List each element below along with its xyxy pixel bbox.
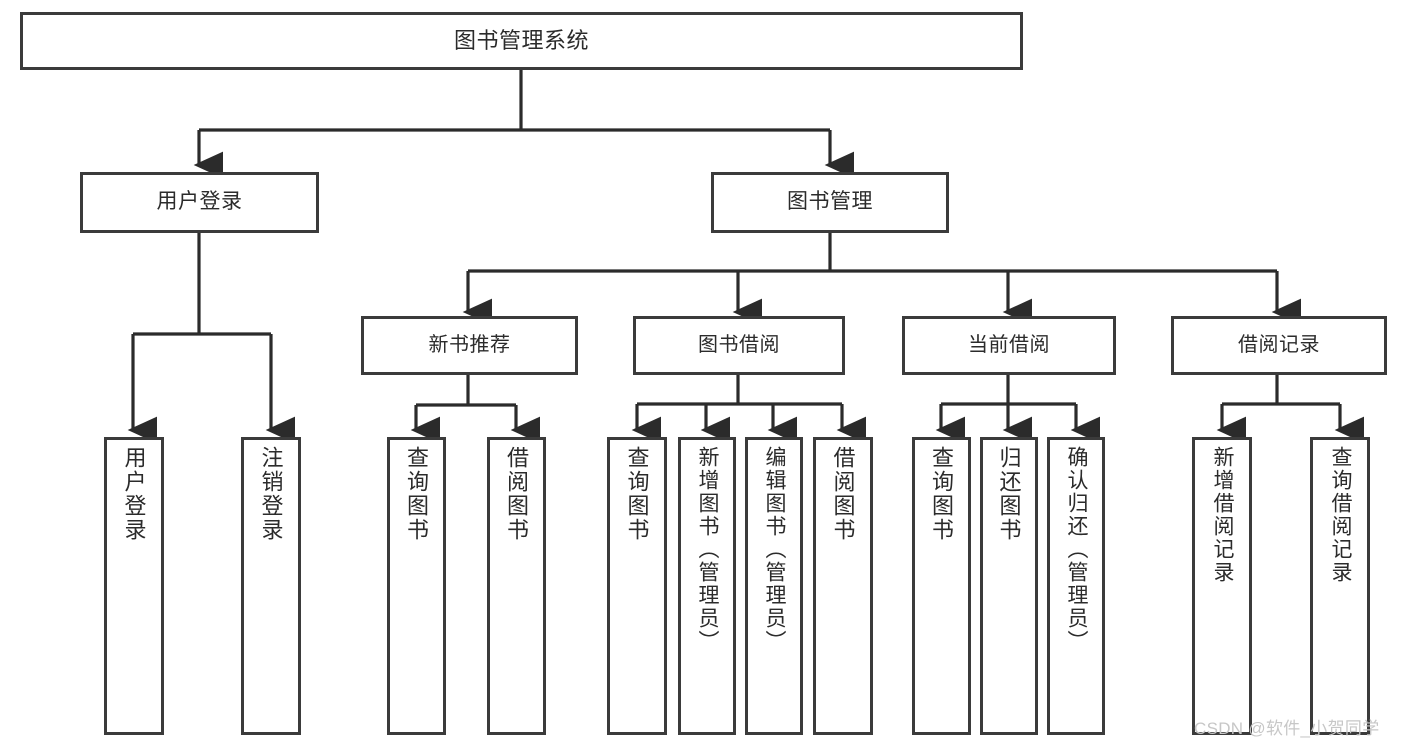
watermark-text: CSDN @软件_小贺同学 <box>1194 719 1380 738</box>
node-user-login[interactable]: 用户登录 <box>80 172 319 233</box>
node-new-book-recommend[interactable]: 新书推荐 <box>361 316 578 375</box>
node-leaf-add-record-label: 新增借阅记录 <box>1211 446 1235 584</box>
node-leaf-user-login[interactable]: 用户登录 <box>104 437 164 735</box>
node-borrow-record-label: 借阅记录 <box>1238 333 1320 356</box>
node-leaf-borrow-book-2[interactable]: 借阅图书 <box>813 437 873 735</box>
node-leaf-borrow-book-1-label: 借阅图书 <box>504 446 530 542</box>
node-user-login-label: 用户登录 <box>156 190 243 214</box>
node-leaf-return-book[interactable]: 归还图书 <box>980 437 1038 735</box>
node-leaf-borrow-book-2-label: 借阅图书 <box>830 446 856 542</box>
node-book-borrow-label: 图书借阅 <box>698 333 780 356</box>
node-leaf-query-book-2-label: 查询图书 <box>624 446 650 542</box>
node-root[interactable]: 图书管理系统 <box>20 12 1023 70</box>
node-leaf-user-logout[interactable]: 注销登录 <box>241 437 301 735</box>
node-leaf-query-record[interactable]: 查询借阅记录 <box>1310 437 1370 735</box>
node-leaf-add-record[interactable]: 新增借阅记录 <box>1192 437 1252 735</box>
node-leaf-user-logout-label: 注销登录 <box>258 446 284 542</box>
node-current-borrow[interactable]: 当前借阅 <box>902 316 1116 375</box>
node-leaf-confirm-return-label: 确认归还（管理员） <box>1065 446 1089 653</box>
node-book-manage-label: 图书管理 <box>787 190 873 214</box>
node-leaf-edit-book[interactable]: 编辑图书（管理员） <box>745 437 803 735</box>
node-leaf-add-book-label: 新增图书（管理员） <box>696 446 720 653</box>
node-leaf-confirm-return[interactable]: 确认归还（管理员） <box>1047 437 1105 735</box>
node-current-borrow-label: 当前借阅 <box>968 333 1050 356</box>
node-leaf-borrow-book-1[interactable]: 借阅图书 <box>487 437 546 735</box>
node-leaf-user-login-label: 用户登录 <box>121 446 147 542</box>
node-book-borrow[interactable]: 图书借阅 <box>633 316 845 375</box>
node-leaf-query-book-3-label: 查询图书 <box>929 446 955 542</box>
node-root-label: 图书管理系统 <box>453 28 589 54</box>
node-leaf-query-record-label: 查询借阅记录 <box>1329 446 1353 584</box>
node-leaf-query-book-2[interactable]: 查询图书 <box>607 437 667 735</box>
node-book-manage[interactable]: 图书管理 <box>711 172 949 233</box>
node-leaf-query-book-1[interactable]: 查询图书 <box>387 437 446 735</box>
node-leaf-query-book-3[interactable]: 查询图书 <box>912 437 971 735</box>
node-leaf-query-book-1-label: 查询图书 <box>404 446 430 542</box>
node-leaf-edit-book-label: 编辑图书（管理员） <box>763 446 787 653</box>
node-new-book-recommend-label: 新书推荐 <box>428 333 511 356</box>
node-leaf-add-book[interactable]: 新增图书（管理员） <box>678 437 736 735</box>
node-leaf-return-book-label: 归还图书 <box>996 446 1022 542</box>
node-borrow-record[interactable]: 借阅记录 <box>1171 316 1387 375</box>
